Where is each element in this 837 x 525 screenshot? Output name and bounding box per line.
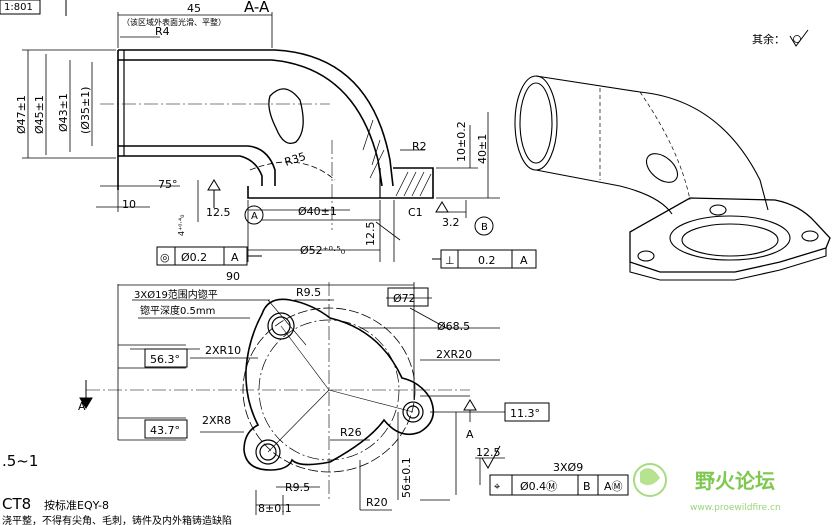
fcf-right-tol: 0.2 [478, 254, 496, 267]
scale-text: 1:801 [4, 2, 33, 13]
datum-triangle-a [207, 179, 221, 191]
r4-label: R4 [155, 25, 170, 38]
ang-56-3: 56.3° [150, 353, 180, 366]
iso-view [514, 75, 831, 281]
datum-a-text: A [251, 211, 258, 222]
section-view-geometry [100, 49, 434, 230]
d43-label: Ø43±1 [57, 93, 70, 132]
r9-5b: R9.5 [285, 481, 310, 494]
fcf-left-sym: ◎ [160, 251, 170, 264]
datum-a-right: A [466, 428, 474, 441]
fcf-right-sym: ⊥ [445, 254, 455, 267]
r20-label: 2XR20 [436, 348, 472, 361]
d45-label: Ø45±1 [33, 95, 46, 134]
bolt-hole-bottom [255, 439, 281, 465]
watermark: 野火论坛 www.proewildfire.cn [633, 463, 781, 513]
rest-label: 其余： [752, 32, 785, 46]
fcf-pos-ref1: B [583, 480, 591, 493]
watermark-cn: 野火论坛 [695, 469, 775, 493]
box-43-7 [144, 419, 188, 439]
d68-5-label: Ø68.5 [437, 320, 470, 333]
dim-12-5b: 12.5 [364, 222, 377, 247]
box-56-3 [144, 348, 188, 368]
r20b-label: R20 [366, 496, 388, 509]
d40-label: Ø40±1 [298, 205, 337, 218]
ang-75: 75° [158, 178, 178, 191]
box-11-3 [504, 402, 550, 422]
ang-11-3: 11.3° [510, 407, 540, 420]
fcf-pos-sym: ⌖ [494, 480, 500, 493]
holes-3x9: 3XØ9 [553, 461, 583, 474]
note-holes: 3XØ19范围内锪平 [134, 288, 218, 301]
datum-a-arrow-right [463, 399, 477, 411]
r10-label: 2XR10 [205, 344, 241, 357]
datum-b-text: B [481, 222, 488, 233]
bolt-hole-top [267, 312, 295, 340]
datum-b-circle [474, 216, 494, 236]
dim-3-2: 3.2 [442, 216, 460, 229]
d52-label: Ø52⁺⁰·⁵₀ [300, 244, 346, 257]
dim-90: 90 [226, 270, 240, 283]
bolt-hole-right [402, 401, 424, 423]
box-d72 [387, 287, 429, 307]
dim-12-5c: 12.5 [476, 446, 501, 459]
dim-10-02: 10±0.2 [455, 121, 468, 162]
dim-40: 40±1 [476, 134, 489, 164]
r8-label: 2XR8 [202, 414, 231, 427]
flange-view-geometry [86, 282, 470, 500]
r2-label: R2 [412, 140, 427, 153]
datum-a-left: A [78, 400, 86, 413]
flange-dims [117, 282, 505, 515]
ct8-note: 按标准EQY-8 [44, 498, 109, 512]
datum-a-arrow-left [79, 397, 93, 409]
bottom-note: 浇平整，不得有尖角、毛刺，铸件及内外箱铸造缺陷 [2, 514, 232, 525]
dim-12-5a: 12.5 [206, 206, 231, 219]
fcf-pos-ref2: AⓂ [604, 480, 623, 493]
fcf-pos-tol: Ø0.4Ⓜ [520, 480, 557, 493]
fcf-left-ref: A [231, 251, 239, 264]
c1-label: C1 [408, 206, 423, 219]
d47-label: Ø47±1 [15, 95, 28, 134]
left-range: .5~1 [2, 452, 38, 470]
r35-label: R35 [283, 150, 308, 169]
dim-4: 4⁺⁰·⁴₀ [177, 215, 186, 236]
watermark-url: www.proewildfire.cn [690, 503, 781, 513]
section-label: A-A [244, 0, 270, 16]
ct8-label: CT8 [2, 495, 31, 513]
fcf-position [489, 474, 629, 496]
dim-56: 56±0.1 [400, 457, 413, 498]
r26-label: R26 [340, 426, 362, 439]
ang-43-7: 43.7° [150, 424, 180, 437]
scale-box [0, 0, 41, 15]
r9-5a: R9.5 [296, 286, 321, 299]
dim-8: 8±0.1 [258, 502, 292, 515]
note-depth: 锪平深度0.5mm [140, 304, 215, 317]
d72-label: Ø72 [393, 292, 416, 305]
section-dims [22, 12, 500, 262]
datum-triangle-b [435, 201, 449, 213]
d35-label: (Ø35±1) [79, 87, 92, 134]
datum-a-circle [244, 205, 264, 225]
fcf-right-ref: A [520, 254, 528, 267]
fcf-left-tol: Ø0.2 [181, 251, 207, 264]
note-top: （该区域外表面光滑、平整） [122, 17, 226, 27]
dim-10: 10 [122, 198, 136, 211]
dim-45: 45 [187, 2, 201, 15]
